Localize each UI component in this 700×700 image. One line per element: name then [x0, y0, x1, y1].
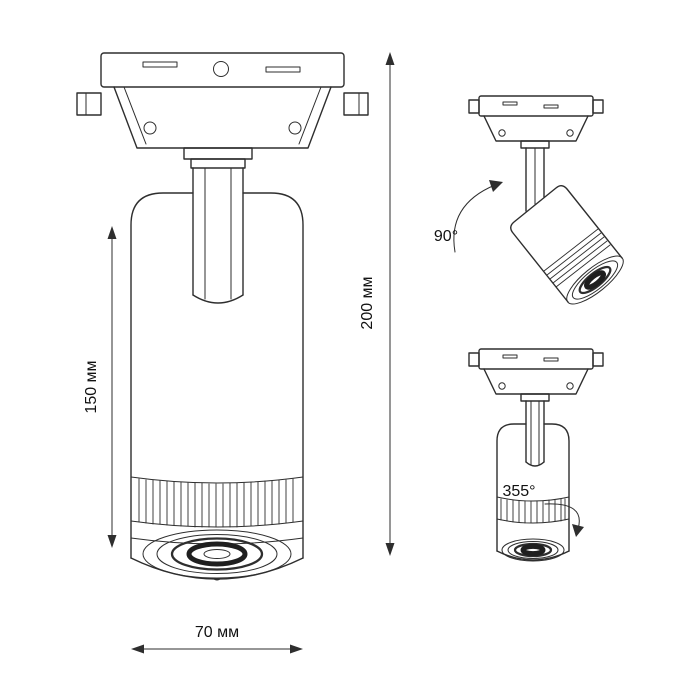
rotation-trim-ring — [501, 538, 565, 562]
arrowhead-up — [107, 226, 117, 239]
rotation-arrowhead — [572, 524, 584, 537]
adapter-screw-right — [288, 121, 302, 135]
dim-70-label: 70 мм — [195, 624, 239, 641]
adapter-housing — [113, 86, 332, 149]
adapter-top-screw — [213, 61, 229, 77]
tilt-stem — [525, 147, 545, 212]
front-led — [203, 549, 231, 559]
adapter-slot-left — [142, 61, 178, 68]
tilt-rotation-arc — [453, 184, 496, 253]
arrowhead-left — [131, 644, 144, 654]
adapter-slot-right — [265, 66, 301, 73]
tilt-lens-ring — [583, 270, 607, 290]
tilt-track-adapter — [468, 95, 604, 149]
arrowhead-down — [385, 543, 395, 556]
dim-150-label: 150 мм — [83, 360, 100, 413]
tilt-view: 90° — [434, 95, 624, 305]
arrowhead-down — [107, 535, 117, 548]
rotation-body — [496, 423, 570, 562]
tilt-arrowhead — [489, 180, 503, 192]
tilt-knurl-hatch — [543, 228, 611, 288]
tilt-angle-label: 90° — [434, 228, 458, 245]
adapter-screw-left — [143, 121, 157, 135]
adapter-tab-left — [76, 92, 102, 116]
dimension-150: 150 мм — [83, 226, 117, 548]
adapter-tab-right — [343, 92, 369, 116]
dimension-200: 200 мм — [359, 52, 395, 556]
rotation-view: 355° — [468, 348, 604, 562]
front-lens-bezel — [170, 537, 264, 571]
rotation-arc — [544, 503, 580, 530]
tilt-lens-bezel — [578, 265, 612, 295]
arrowhead-up — [385, 52, 395, 65]
front-stem — [183, 147, 253, 304]
tilt-body — [510, 185, 624, 305]
front-track-adapter — [76, 52, 369, 149]
rotation-angle-label: 355° — [502, 483, 535, 500]
front-lens-ring — [186, 541, 248, 567]
front-knurl-hatch — [138, 478, 294, 528]
front-trim-bottom — [130, 557, 304, 580]
rotation-knurl-hatch — [500, 498, 566, 524]
arrowhead-right — [290, 644, 303, 654]
front-view — [76, 52, 369, 581]
tilt-trim-ring — [566, 255, 624, 305]
rotation-lens-ring — [520, 543, 546, 557]
rotation-stem — [525, 400, 545, 467]
dimension-70: 70 мм — [131, 624, 303, 654]
front-body — [130, 192, 304, 581]
rotation-track-adapter — [468, 348, 604, 402]
dim-200-label: 200 мм — [359, 276, 376, 329]
front-trim-ring — [142, 529, 292, 579]
